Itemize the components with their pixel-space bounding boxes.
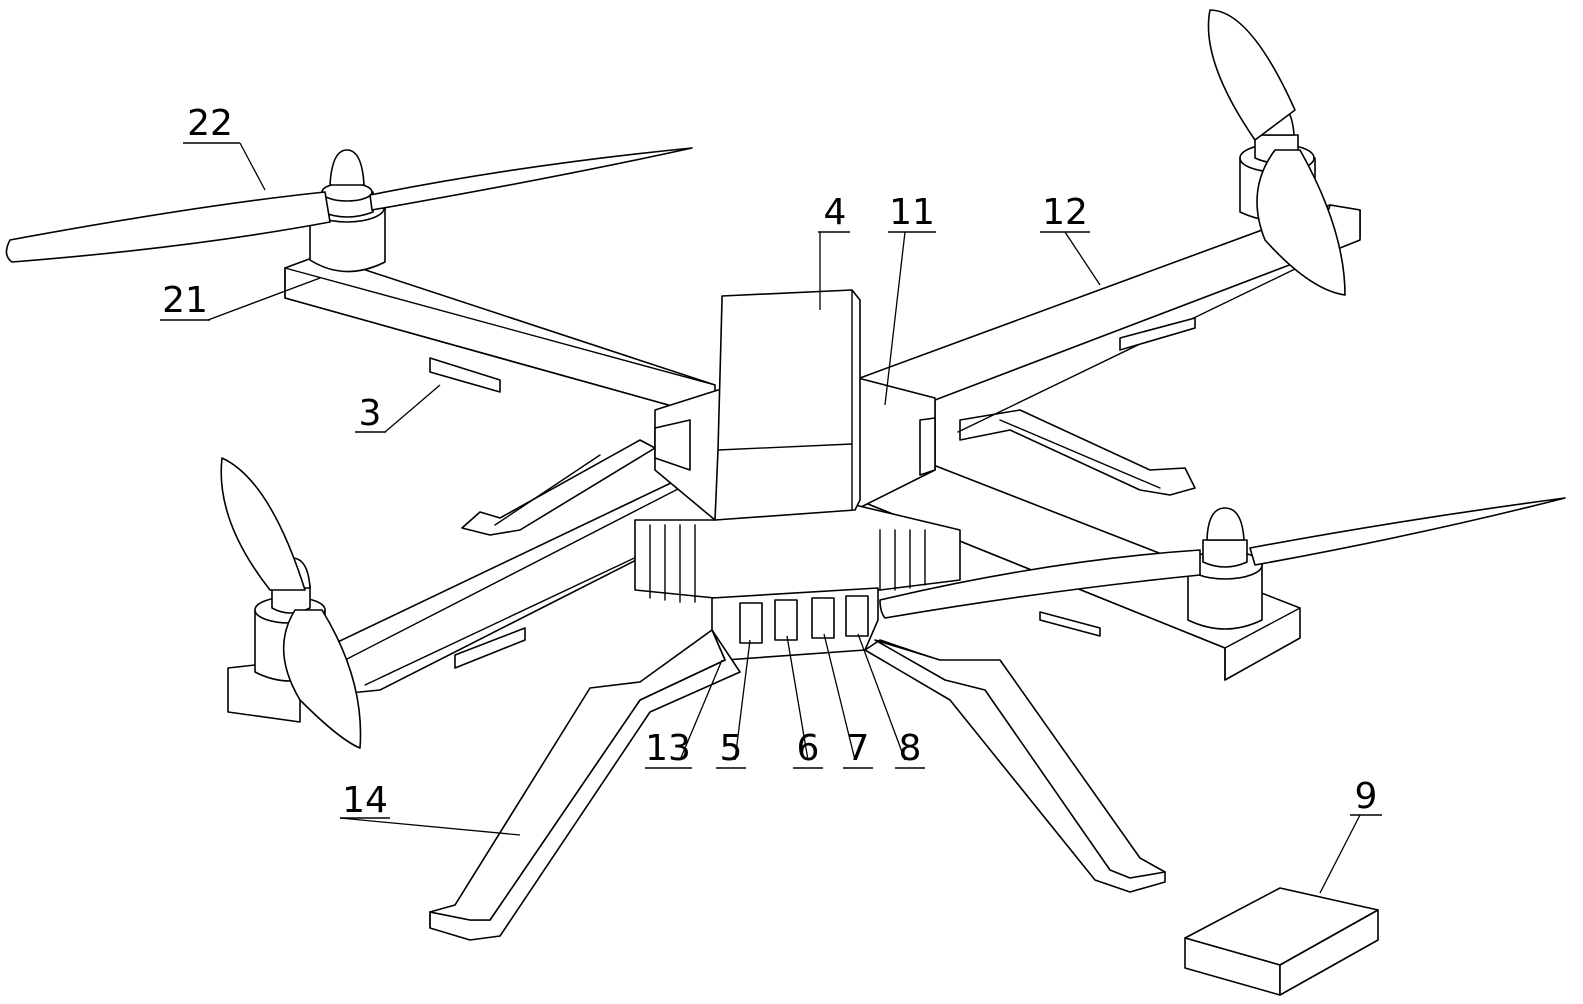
sensor-8 [846, 596, 868, 636]
label-12: 12 [1042, 192, 1088, 233]
label-6: 6 [797, 728, 820, 769]
callout-21: 21 [160, 280, 210, 321]
callout-9: 9 [1350, 776, 1382, 817]
sensor-7 [812, 598, 834, 638]
callout-11: 11 [888, 192, 936, 233]
label-5: 5 [720, 728, 743, 769]
label-14: 14 [342, 780, 388, 821]
callout-12: 12 [1040, 192, 1090, 233]
rear-right-skid [960, 410, 1195, 495]
callout-13: 13 [645, 728, 692, 769]
remote-box-9 [1185, 888, 1378, 995]
sensor-5 [740, 603, 762, 643]
label-22: 22 [187, 103, 233, 144]
callout-7: 7 [843, 728, 873, 769]
label-9: 9 [1355, 776, 1378, 817]
label-13: 13 [645, 728, 691, 769]
front-left-leg [430, 630, 740, 940]
callout-6: 6 [793, 728, 823, 769]
callout-22: 22 [183, 103, 240, 144]
callout-8: 8 [895, 728, 925, 769]
sensor-panel [712, 588, 878, 660]
label-3: 3 [359, 393, 382, 434]
lower-body [635, 505, 960, 602]
sensor-6 [775, 600, 797, 640]
callout-14: 14 [340, 780, 390, 821]
label-21: 21 [162, 280, 208, 321]
arm-upper-left [285, 255, 715, 418]
label-11: 11 [889, 192, 935, 233]
callout-3: 3 [355, 393, 386, 434]
callout-5: 5 [716, 728, 746, 769]
top-box [715, 290, 860, 520]
label-8: 8 [899, 728, 922, 769]
label-4: 4 [824, 192, 847, 233]
callout-4: 4 [818, 192, 850, 233]
label-7: 7 [847, 728, 870, 769]
